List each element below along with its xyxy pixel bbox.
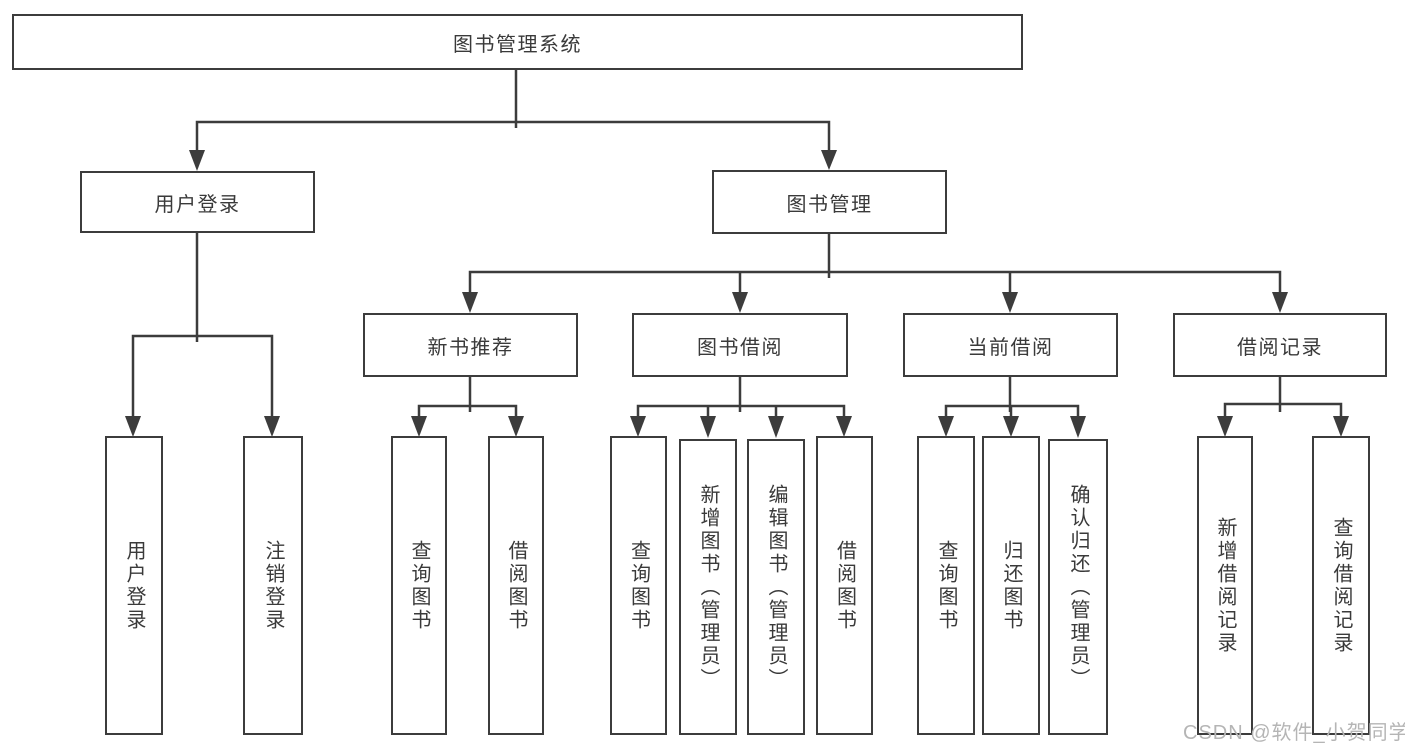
leaf-borrow-books-label: 借阅图书 <box>833 539 856 632</box>
arrow-down-icon <box>938 416 954 437</box>
arrow-down-icon <box>1003 416 1019 437</box>
leaf-add-books-admin: 新增图书（管理员） <box>679 439 737 735</box>
node-user-login: 用户登录 <box>80 171 315 233</box>
leaf-borrow-books: 借阅图书 <box>816 436 873 735</box>
leaf-recommend-borrow-books: 借阅图书 <box>488 436 544 735</box>
node-book-management: 图书管理 <box>712 170 947 234</box>
arrow-down-icon <box>1002 292 1018 313</box>
connector-current-borrow-to-leaves <box>938 377 1086 438</box>
leaf-add-borrow-record-label: 新增借阅记录 <box>1214 516 1236 655</box>
node-current-borrow: 当前借阅 <box>903 313 1118 377</box>
leaf-return-books: 归还图书 <box>982 436 1040 735</box>
arrow-down-icon <box>1272 292 1288 313</box>
arrow-down-icon <box>125 416 141 437</box>
connector-book-mgmt-to-groups <box>462 234 1288 313</box>
leaf-logout-label: 注销登录 <box>262 539 284 632</box>
node-borrow-records: 借阅记录 <box>1173 313 1387 377</box>
leaf-borrow-query-books: 查询图书 <box>610 436 667 735</box>
node-root-label: 图书管理系统 <box>453 33 582 56</box>
node-current-borrow-label: 当前借阅 <box>967 336 1054 359</box>
node-user-login-label: 用户登录 <box>154 193 241 216</box>
arrow-down-icon <box>411 416 427 437</box>
connector-root-to-branches <box>189 69 837 171</box>
leaf-add-books-admin-label: 新增图书（管理员） <box>697 483 719 691</box>
node-new-book-recommend: 新书推荐 <box>363 313 578 377</box>
arrow-down-icon <box>508 416 524 437</box>
csdn-watermark: CSDN @软件_小贺同学 <box>1183 722 1405 744</box>
leaf-query-borrow-record: 查询借阅记录 <box>1312 436 1370 735</box>
leaf-recommend-query-books-label: 查询图书 <box>408 539 430 632</box>
arrow-down-icon <box>1217 416 1233 437</box>
arrow-down-icon <box>836 416 852 437</box>
leaf-confirm-return-admin: 确认归还（管理员） <box>1048 439 1108 735</box>
leaf-current-query-books-label: 查询图书 <box>935 539 957 632</box>
leaf-query-borrow-record-label: 查询借阅记录 <box>1330 516 1352 655</box>
node-new-book-recommend-label: 新书推荐 <box>427 336 514 359</box>
arrow-down-icon <box>821 150 837 170</box>
leaf-return-books-label: 归还图书 <box>1000 539 1022 632</box>
arrow-down-icon <box>768 416 784 438</box>
leaf-confirm-return-admin-label: 确认归还（管理员） <box>1067 483 1089 691</box>
leaf-user-login-label: 用户登录 <box>123 539 145 632</box>
leaf-add-borrow-record: 新增借阅记录 <box>1197 436 1253 735</box>
leaf-recommend-borrow-books-label: 借阅图书 <box>505 539 527 632</box>
leaf-logout: 注销登录 <box>243 436 303 735</box>
leaf-user-login: 用户登录 <box>105 436 163 735</box>
arrow-down-icon <box>732 292 748 313</box>
arrow-down-icon <box>189 150 205 171</box>
node-book-management-label: 图书管理 <box>786 193 873 216</box>
node-borrow-records-label: 借阅记录 <box>1237 336 1323 359</box>
leaf-current-query-books: 查询图书 <box>917 436 975 735</box>
arrow-down-icon <box>462 292 478 313</box>
leaf-edit-books-admin-label: 编辑图书（管理员） <box>765 483 787 691</box>
arrow-down-icon <box>700 416 716 438</box>
connector-new-book-rec-to-leaves <box>411 377 524 437</box>
node-book-borrow: 图书借阅 <box>632 313 848 377</box>
arrow-down-icon <box>1070 416 1086 438</box>
arrow-down-icon <box>630 416 646 437</box>
node-root-system: 图书管理系统 <box>12 14 1023 70</box>
connector-user-login-to-leaves <box>125 233 280 437</box>
connector-book-borrow-to-leaves <box>630 377 852 438</box>
arrow-down-icon <box>1333 416 1349 437</box>
leaf-edit-books-admin: 编辑图书（管理员） <box>747 439 805 735</box>
node-book-borrow-label: 图书借阅 <box>697 336 783 359</box>
leaf-recommend-query-books: 查询图书 <box>391 436 447 735</box>
connector-borrow-record-to-leaves <box>1217 377 1349 437</box>
leaf-borrow-query-books-label: 查询图书 <box>627 539 650 632</box>
arrow-down-icon <box>264 416 280 437</box>
